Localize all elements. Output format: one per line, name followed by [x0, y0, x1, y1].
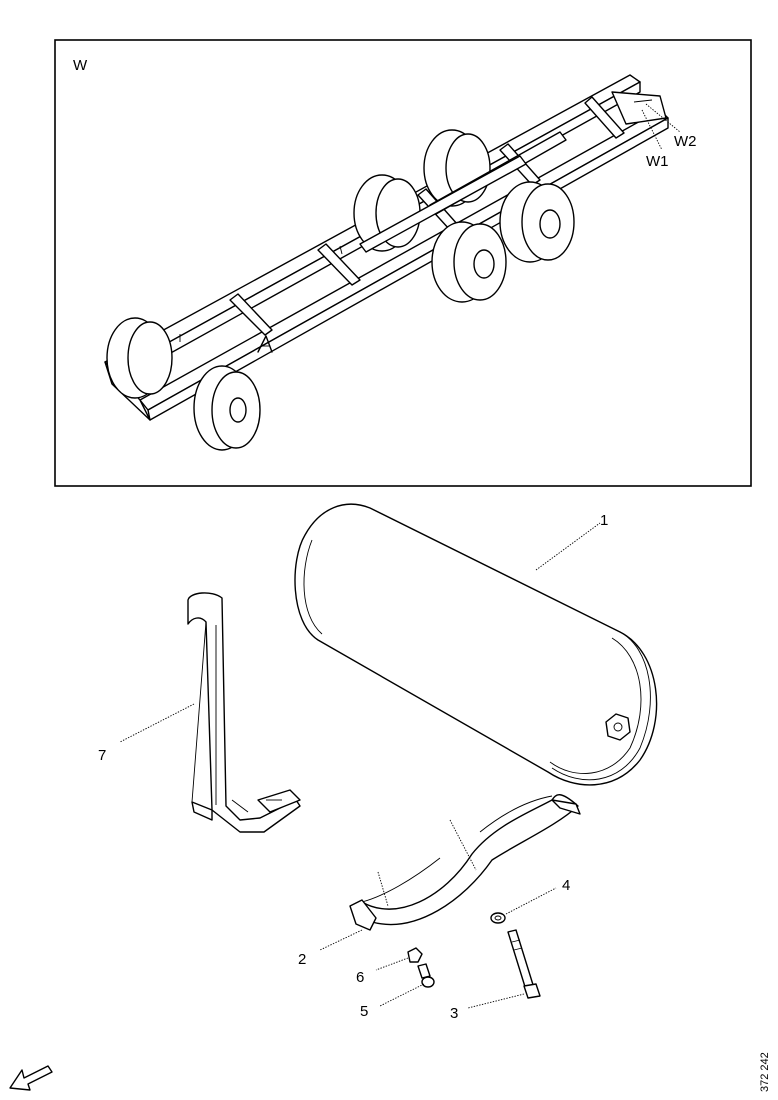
callout-1: 1 — [600, 512, 608, 529]
part-7-bracket: 7 — [98, 592, 301, 833]
callout-6: 6 — [356, 969, 364, 986]
part-3-bolt: 3 — [450, 929, 541, 1022]
callout-2: 2 — [298, 951, 306, 968]
wheel-rear-right-1 — [431, 221, 507, 303]
callout-4: 4 — [562, 877, 570, 894]
drawing-code: 372 242 — [759, 1052, 771, 1092]
callout-7: 7 — [98, 747, 106, 764]
arrow-down-left-icon — [9, 1065, 53, 1091]
part-1-air-tank: 1 — [294, 503, 658, 786]
wheel-front-right — [193, 365, 261, 451]
callout-5: 5 — [360, 1003, 368, 1020]
view-label: W — [73, 57, 88, 74]
part-6-nut: 6 — [356, 947, 423, 986]
wheel-front-left — [106, 317, 173, 399]
part-5-bolt: 5 — [360, 963, 435, 1020]
part-4-washer: 4 — [490, 877, 570, 924]
callout-w1: W1 — [646, 153, 669, 170]
part-2-strap: 2 — [298, 794, 581, 968]
detail-frame-w: W — [54, 39, 752, 487]
callout-w2: W2 — [674, 133, 697, 150]
callout-3: 3 — [450, 1005, 458, 1022]
wheel-rear-right-2 — [499, 181, 575, 263]
